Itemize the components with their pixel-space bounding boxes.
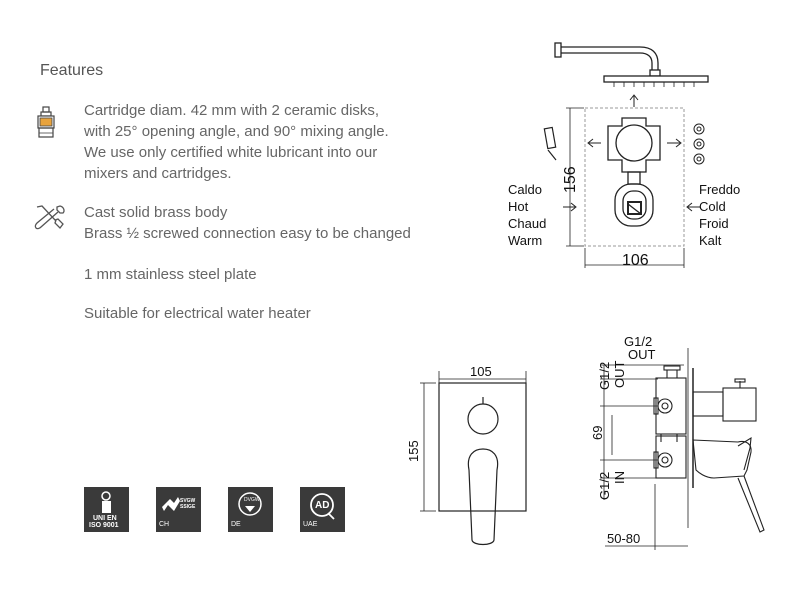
uni-en-iso-icon bbox=[101, 491, 111, 513]
feature-plate-text: 1 mm stainless steel plate bbox=[84, 266, 257, 283]
cert-uni-line2: ISO 9001 bbox=[89, 522, 119, 529]
cert-dvgw: DVGW DE bbox=[228, 487, 273, 532]
cert-svgw: SVGW SSIGE CH bbox=[156, 487, 201, 532]
side-out: OUT bbox=[612, 361, 627, 389]
side-g-out: G1/2 bbox=[597, 362, 612, 390]
side-view-drawing: G1/2 OUT G1/2 OUT 69 G1/2 IN 50-80 bbox=[590, 334, 765, 550]
cert-uni-en-iso: UNI EN ISO 9001 bbox=[84, 487, 129, 532]
cert-svgw-country: CH bbox=[159, 521, 170, 528]
feature-line: with 25° opening angle, and 90° mixing a… bbox=[84, 123, 389, 140]
cert-svgw-label: SVGW SSIGE bbox=[180, 498, 196, 510]
dvgw-icon bbox=[238, 492, 262, 516]
hot-label-it: Caldo bbox=[508, 182, 542, 197]
valve-body-icon bbox=[607, 117, 661, 227]
valve-body-side-icon bbox=[653, 365, 687, 479]
cert-ad: AD UAE bbox=[300, 487, 345, 532]
svgw-icon bbox=[162, 497, 180, 511]
feature-line: mixers and cartridges. bbox=[84, 165, 232, 182]
feature-brass-text: Cast solid brass body Brass ½ screwed co… bbox=[84, 202, 411, 244]
tools-icon bbox=[34, 205, 65, 230]
mixer-lever-side-icon bbox=[692, 436, 765, 533]
side-spacing: 69 bbox=[590, 426, 605, 440]
front-view-drawing: 105 155 bbox=[406, 364, 527, 546]
hot-label-de: Warm bbox=[508, 233, 542, 248]
feature-line: Brass ½ screwed connection easy to be ch… bbox=[84, 225, 411, 242]
feature-heater-text: Suitable for electrical water heater bbox=[84, 305, 311, 322]
feature-line: Cast solid brass body bbox=[84, 204, 228, 221]
cold-label-fr: Froid bbox=[699, 216, 729, 231]
side-depth: 50-80 bbox=[607, 531, 640, 546]
installation-schematic: 156 106 Caldo Hot Chaud Warm Freddo Cold… bbox=[508, 42, 740, 269]
side-g-in: G1/2 bbox=[597, 472, 612, 500]
diverter-knob-side-icon bbox=[692, 378, 757, 422]
cert-ad-label: AD bbox=[315, 500, 330, 511]
front-width-label: 105 bbox=[470, 364, 492, 379]
side-g-out-top: G1/2 bbox=[624, 334, 652, 349]
cert-dvgw-label: DVGW bbox=[244, 497, 260, 503]
hot-label-en: Hot bbox=[508, 199, 529, 214]
feature-cartridge-text: Cartridge diam. 42 mm with 2 ceramic dis… bbox=[84, 100, 389, 184]
feature-line: We use only certified white lubricant in… bbox=[84, 144, 378, 161]
cold-label-en: Cold bbox=[699, 199, 726, 214]
ad-icon bbox=[310, 493, 335, 520]
cartridge-icon bbox=[37, 106, 55, 138]
cert-ad-country: UAE bbox=[303, 521, 318, 528]
diverter-knob-icon bbox=[467, 397, 499, 435]
hot-label-fr: Chaud bbox=[508, 216, 546, 231]
hand-shower-icon bbox=[543, 126, 557, 161]
side-in: IN bbox=[612, 471, 627, 484]
cold-label-de: Kalt bbox=[699, 233, 722, 248]
shower-head-icon bbox=[554, 42, 709, 87]
features-title: Features bbox=[40, 62, 104, 79]
front-height-label: 155 bbox=[406, 440, 421, 462]
cold-label-it: Freddo bbox=[699, 182, 740, 197]
cert-dvgw-country: DE bbox=[231, 521, 241, 528]
schematic-width-label: 106 bbox=[622, 252, 649, 269]
schematic-height-label: 156 bbox=[562, 166, 579, 193]
side-out-top: OUT bbox=[628, 347, 656, 362]
body-jets-icon bbox=[693, 123, 705, 165]
mixer-lever-icon bbox=[467, 448, 499, 546]
feature-line: Cartridge diam. 42 mm with 2 ceramic dis… bbox=[84, 102, 380, 119]
cert-uni-line1: UNI EN bbox=[93, 515, 117, 522]
